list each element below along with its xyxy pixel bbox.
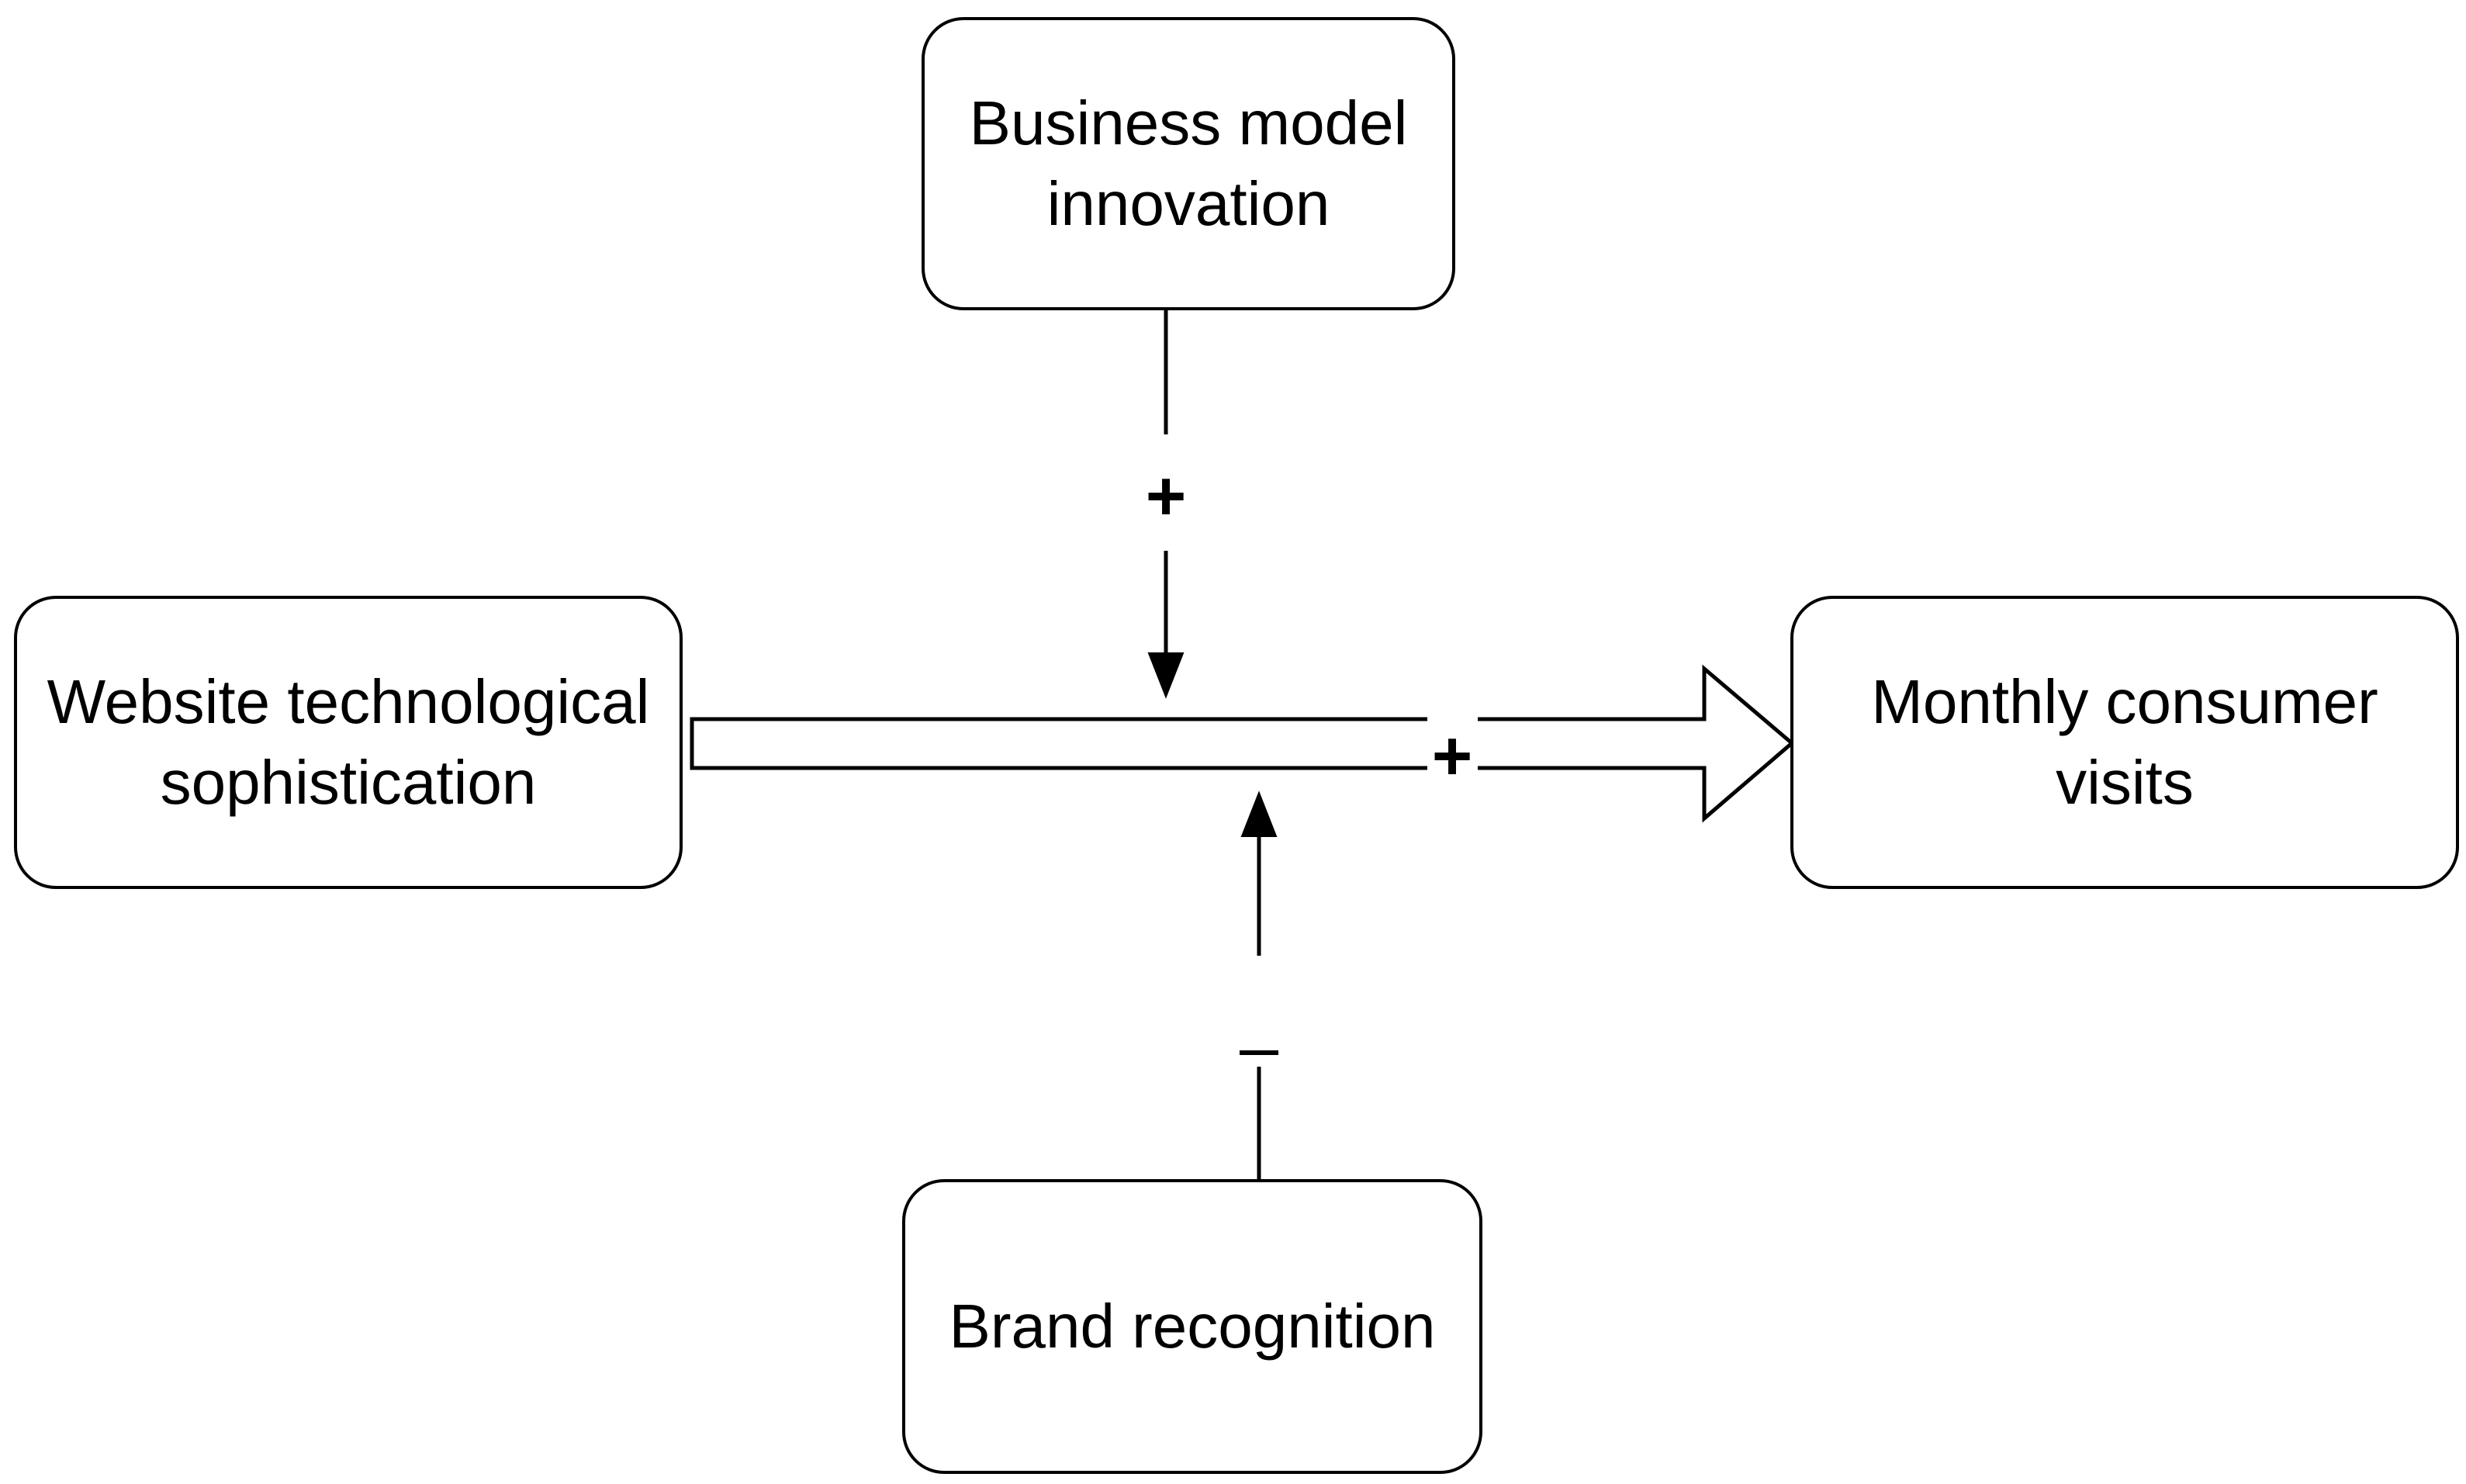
main-arrow-head (1478, 664, 1795, 823)
bottom-moderator-arrow (1240, 790, 1278, 1183)
main-effect-plus-sign: + (1431, 718, 1473, 795)
top-moderator-plus-sign: + (1145, 458, 1187, 535)
main-effect-arrow (690, 664, 1795, 823)
brand-recognition-label: Brand recognition (949, 1292, 1436, 1361)
bottom-moderator-arrowhead (1240, 790, 1278, 837)
website-technological-sophistication-label-line2: sophistication (160, 748, 537, 817)
website-technological-sophistication-label-line1: Website technological (47, 667, 650, 736)
website-technological-sophistication-box: Website technological sophistication (14, 596, 683, 889)
top-moderator-arrowhead (1147, 652, 1185, 699)
main-arrow-shaft-upper (690, 717, 1427, 770)
top-moderator-arrow (1147, 306, 1185, 699)
monthly-consumer-visits-box: Monthly consumer visits (1790, 596, 2459, 889)
bottom-moderator-minus-sign: – (1239, 1008, 1279, 1086)
monthly-consumer-visits-label-line1: Monthly consumer (1871, 667, 2378, 736)
business-model-innovation-label-line1: Business model (969, 88, 1408, 157)
business-model-innovation-label-line2: innovation (1046, 169, 1330, 238)
brand-recognition-box: Brand recognition (902, 1179, 1482, 1474)
monthly-consumer-visits-label-line2: visits (2056, 748, 2194, 817)
business-model-innovation-box: Business model innovation (922, 17, 1455, 310)
